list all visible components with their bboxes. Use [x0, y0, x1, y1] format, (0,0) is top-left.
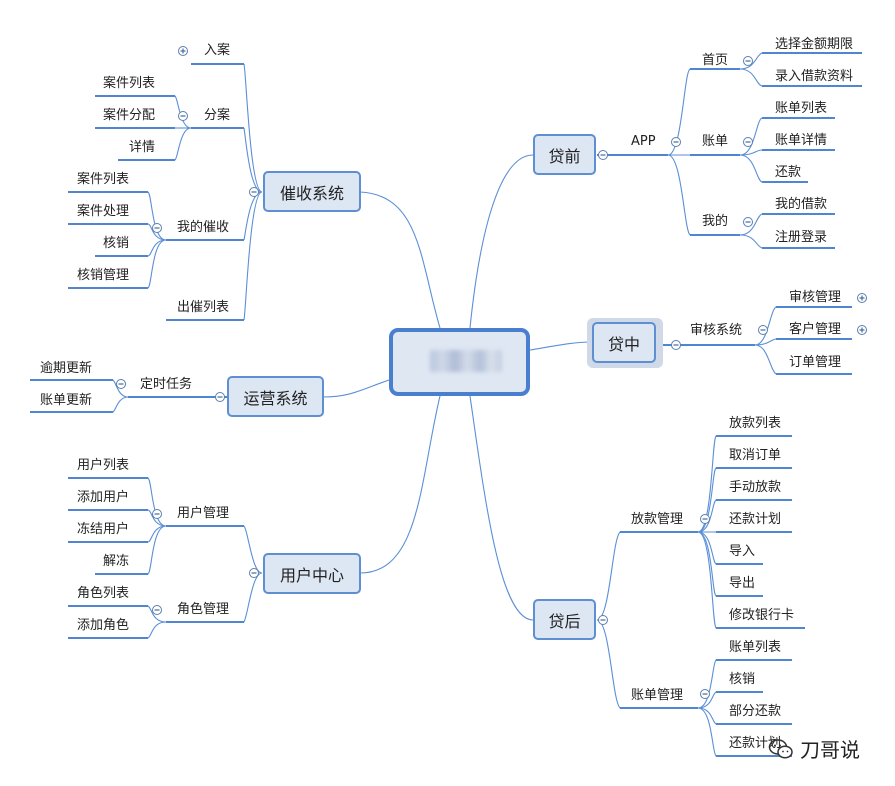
node-fangkuan[interactable]: 放款管理: [631, 512, 684, 527]
node-daiqian[interactable]: 贷前: [533, 134, 596, 175]
expand-icon[interactable]: [178, 46, 188, 56]
node-leaf[interactable]: 详情: [129, 140, 156, 155]
node-yunying-system[interactable]: 运营系统: [227, 376, 324, 417]
node-leaf[interactable]: 导入: [729, 544, 756, 559]
expand-icon[interactable]: [857, 325, 867, 335]
node-leaf[interactable]: 账单列表: [775, 101, 828, 116]
node-leaf[interactable]: 部分还款: [729, 704, 782, 719]
collapse-icon[interactable]: [598, 615, 608, 625]
collapse-icon[interactable]: [743, 217, 753, 227]
node-daihou[interactable]: 贷后: [533, 599, 596, 640]
node-leaf[interactable]: 还款计划: [729, 512, 782, 527]
node-user-center[interactable]: 用户中心: [263, 553, 361, 594]
collapse-icon[interactable]: [152, 509, 162, 519]
node-leaf[interactable]: 客户管理: [789, 322, 842, 337]
node-ruan[interactable]: 入案: [204, 43, 231, 58]
node-leaf[interactable]: 注册登录: [775, 230, 828, 245]
collapse-icon[interactable]: [758, 325, 768, 335]
node-leaf[interactable]: 核销管理: [77, 268, 130, 283]
node-leaf[interactable]: 添加用户: [77, 490, 130, 505]
node-zhangdan[interactable]: 账单: [702, 134, 729, 149]
node-leaf[interactable]: 冻结用户: [77, 522, 130, 537]
node-leaf[interactable]: 放款列表: [729, 416, 782, 431]
collapse-icon[interactable]: [598, 150, 608, 160]
node-chucuiliebiao[interactable]: 出催列表: [177, 300, 230, 315]
node-leaf[interactable]: 案件列表: [77, 172, 130, 187]
watermark: 刀哥说: [768, 734, 860, 763]
watermark-text: 刀哥说: [800, 738, 860, 762]
node-leaf[interactable]: 角色列表: [77, 586, 130, 601]
node-leaf[interactable]: 导出: [729, 576, 756, 591]
node-app[interactable]: APP: [631, 134, 656, 149]
node-wode[interactable]: 我的: [702, 214, 729, 229]
node-leaf[interactable]: 账单详情: [775, 133, 828, 148]
collapse-icon[interactable]: [116, 379, 126, 389]
collapse-icon[interactable]: [700, 689, 710, 699]
node-leaf[interactable]: 修改银行卡: [729, 608, 795, 623]
node-leaf[interactable]: 还款计划: [729, 736, 782, 751]
collapse-icon[interactable]: [249, 568, 259, 578]
node-leaf[interactable]: 核销: [729, 672, 756, 687]
node-leaf[interactable]: 审核管理: [789, 290, 842, 305]
collapse-icon[interactable]: [671, 340, 681, 350]
node-wodecuishou[interactable]: 我的催收: [177, 220, 230, 235]
collapse-icon[interactable]: [700, 514, 710, 524]
node-leaf[interactable]: 账单更新: [40, 393, 93, 408]
node-dingshi[interactable]: 定时任务: [140, 377, 193, 392]
node-jiaoseguanli[interactable]: 角色管理: [177, 602, 230, 617]
node-leaf[interactable]: 选择金额期限: [775, 37, 854, 52]
node-leaf[interactable]: 案件处理: [77, 204, 130, 219]
node-leaf[interactable]: 录入借款资料: [775, 69, 854, 84]
collapse-icon[interactable]: [178, 111, 188, 121]
node-leaf[interactable]: 核销: [103, 236, 130, 251]
node-leaf[interactable]: 还款: [775, 165, 802, 180]
node-zhangdanguanli[interactable]: 账单管理: [631, 688, 684, 703]
node-leaf[interactable]: 账单列表: [729, 640, 782, 655]
collapse-icon[interactable]: [152, 605, 162, 615]
node-leaf[interactable]: 订单管理: [789, 355, 842, 370]
node-leaf[interactable]: 案件列表: [103, 76, 156, 91]
collapse-icon[interactable]: [671, 137, 681, 147]
central-topic-label-blurred: [430, 350, 502, 372]
node-leaf[interactable]: 取消订单: [729, 448, 782, 463]
expand-icon[interactable]: [857, 293, 867, 303]
node-leaf[interactable]: 我的借款: [775, 197, 828, 212]
node-shouye[interactable]: 首页: [702, 53, 729, 68]
collapse-icon[interactable]: [743, 137, 753, 147]
collapse-icon[interactable]: [743, 56, 753, 66]
node-shenhe[interactable]: 审核系统: [690, 323, 743, 338]
node-leaf[interactable]: 案件分配: [103, 108, 156, 123]
collapse-icon[interactable]: [215, 392, 225, 402]
wechat-icon: [768, 738, 793, 759]
node-leaf[interactable]: 手动放款: [729, 480, 782, 495]
collapse-icon[interactable]: [249, 187, 259, 197]
node-leaf[interactable]: 逾期更新: [40, 361, 93, 376]
central-topic[interactable]: [389, 328, 530, 396]
node-leaf[interactable]: 解冻: [103, 554, 130, 569]
node-cuishou-system[interactable]: 催收系统: [263, 171, 361, 212]
node-yonghuguanli[interactable]: 用户管理: [177, 506, 230, 521]
node-fenan[interactable]: 分案: [204, 108, 231, 123]
node-leaf[interactable]: 用户列表: [77, 458, 130, 473]
collapse-icon[interactable]: [152, 223, 162, 233]
node-daizhong[interactable]: 贷中: [592, 322, 656, 363]
node-leaf[interactable]: 添加角色: [77, 618, 130, 633]
